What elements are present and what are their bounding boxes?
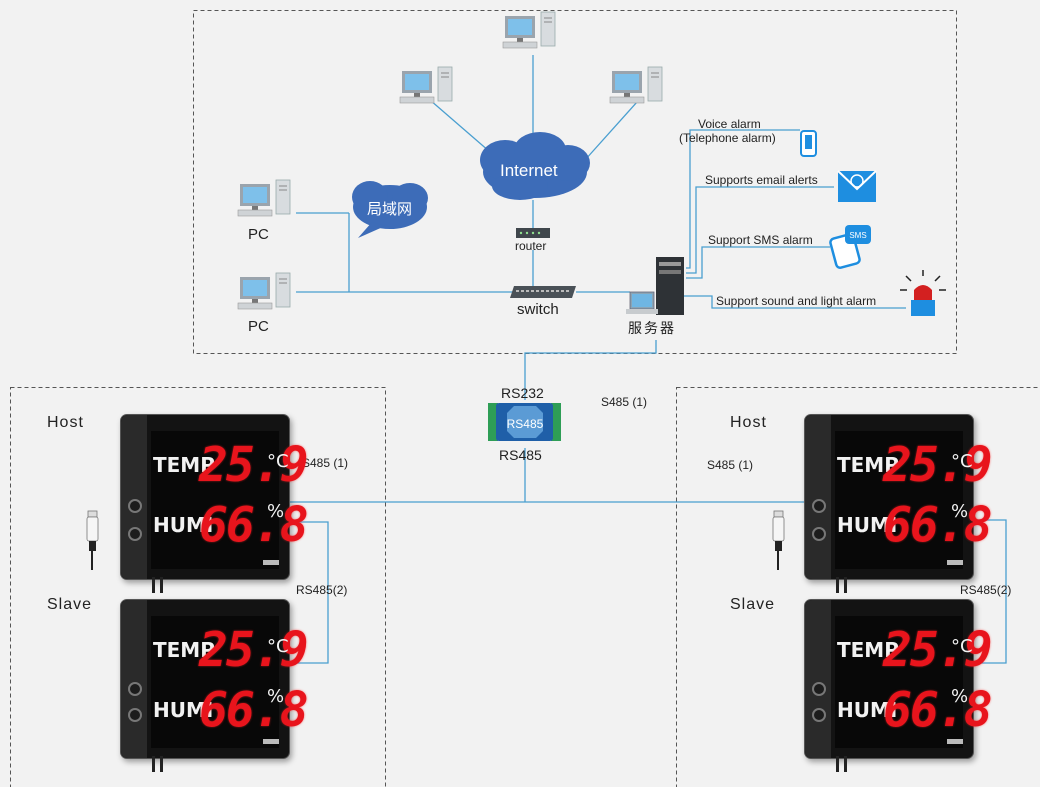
email-icon <box>837 170 877 202</box>
computer-icon <box>502 11 556 49</box>
server-icon <box>626 257 684 315</box>
connection-lines <box>285 55 1007 664</box>
humi-value: 66.8 <box>883 682 993 738</box>
server-label: 服务器 <box>628 320 676 336</box>
temp-unit: °C <box>951 451 973 472</box>
converter-icon: RS485 <box>488 403 561 441</box>
switch-label: switch <box>517 301 559 318</box>
temp-value: 25.9 <box>199 622 309 678</box>
email-alert-label: Supports email alerts <box>705 173 818 187</box>
phone-icon <box>800 130 817 157</box>
sensor-probe-icon <box>86 510 99 570</box>
router-icon <box>516 228 550 238</box>
display-left-slave: TEMP 25.9 °C HUMI 66.8 % <box>120 599 309 759</box>
temp-tag: TEMP <box>837 638 899 662</box>
bus-label: S485 (1) <box>601 395 648 409</box>
internet-label: Internet <box>500 161 558 180</box>
computer-icon <box>399 66 453 104</box>
humi-tag: HUMI <box>153 698 214 722</box>
temp-value: 25.9 <box>199 437 309 493</box>
computer-icon <box>609 66 663 104</box>
switch-icon <box>510 286 576 298</box>
humi-value: 66.8 <box>199 497 309 553</box>
display-cable <box>844 756 847 772</box>
humi-unit: % <box>951 686 969 707</box>
sms-alarm-label: Support SMS alarm <box>708 233 813 247</box>
lan-bubble-icon <box>352 181 428 238</box>
rs485-label: RS485 <box>499 447 542 463</box>
humi-value: 66.8 <box>883 497 993 553</box>
display-left-host: TEMP 25.9 °C HUMI 66.8 % <box>120 414 309 580</box>
slave-label: Slave <box>47 596 93 613</box>
temp-unit: °C <box>267 636 289 657</box>
humi-unit: % <box>951 501 969 522</box>
display-cable <box>152 756 155 772</box>
display-right-host: TEMP 25.9 °C HUMI 66.8 % <box>804 414 993 580</box>
router-label: router <box>515 239 547 253</box>
temp-unit: °C <box>267 451 289 472</box>
computer-icon <box>237 272 291 310</box>
bus-label: S485 (1) <box>302 456 349 470</box>
temp-value: 25.9 <box>883 437 993 493</box>
sensor-probe-icon <box>772 510 785 570</box>
display-cable <box>160 756 163 772</box>
temp-tag: TEMP <box>153 453 215 477</box>
display-cable <box>836 756 839 772</box>
temp-tag: TEMP <box>837 453 899 477</box>
bus-label: S485 (1) <box>707 458 754 472</box>
display-cable <box>836 577 839 593</box>
humi-tag: HUMI <box>153 513 214 537</box>
pc-label: PC <box>248 318 269 335</box>
temp-unit: °C <box>951 636 973 657</box>
sms-icon-text: SMS <box>849 231 866 240</box>
temp-value: 25.9 <box>883 622 993 678</box>
link-label: RS485(2) <box>296 583 348 597</box>
humi-unit: % <box>267 686 285 707</box>
pc-label: PC <box>248 226 269 243</box>
link-label: RS485(2) <box>960 583 1012 597</box>
display-cable <box>160 577 163 593</box>
humi-tag: HUMI <box>837 513 898 537</box>
display-cable <box>844 577 847 593</box>
alarm-light-icon <box>900 270 946 316</box>
temp-tag: TEMP <box>153 638 215 662</box>
display-cable <box>152 577 155 593</box>
voice-alarm-label: Voice alarm <box>698 117 761 131</box>
humi-unit: % <box>267 501 285 522</box>
computer-icon <box>237 179 291 217</box>
host-label: Host <box>730 414 767 431</box>
humi-tag: HUMI <box>837 698 898 722</box>
slave-label: Slave <box>730 596 776 613</box>
display-right-slave: TEMP 25.9 °C HUMI 66.8 % <box>804 599 993 759</box>
telephone-alarm-label: (Telephone alarm) <box>679 131 776 145</box>
host-label: Host <box>47 414 84 431</box>
left-group-frame <box>10 387 386 787</box>
lan-label: 局域网 <box>367 201 413 218</box>
cloud-icon <box>480 132 590 200</box>
sound-light-alarm-label: Support sound and light alarm <box>716 294 877 308</box>
converter-center-label: RS485 <box>507 417 544 431</box>
rs232-label: RS232 <box>501 385 544 401</box>
sms-icon: SMS <box>829 225 871 269</box>
right-group-frame <box>676 387 1040 787</box>
humi-value: 66.8 <box>199 682 309 738</box>
